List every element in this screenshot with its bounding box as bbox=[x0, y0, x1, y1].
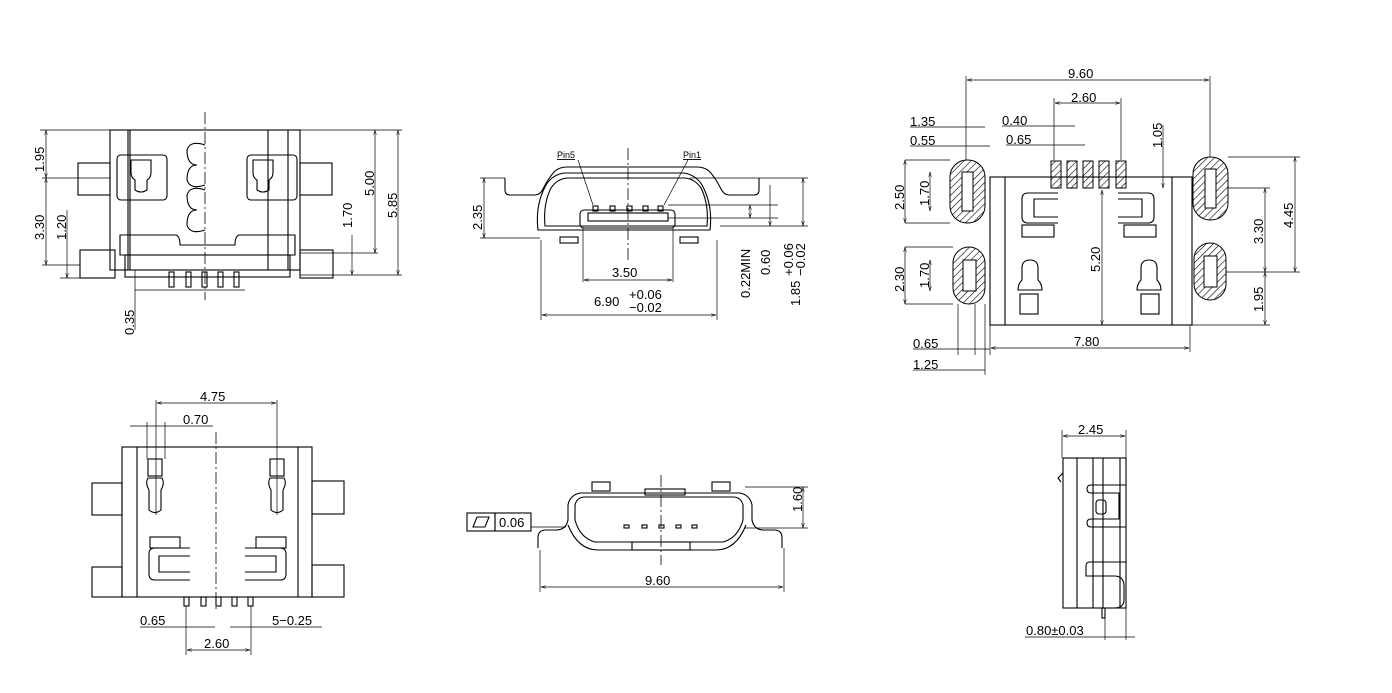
dim-0-55: 0.55 bbox=[910, 133, 935, 148]
dim-7-80: 7.80 bbox=[1074, 334, 1099, 349]
dim-0-65: 0.65 bbox=[140, 613, 165, 628]
dim-1-70: 1.70 bbox=[340, 203, 355, 228]
dim-2-60-bottom: 2.60 bbox=[204, 636, 229, 651]
pin1-label: Pin1 bbox=[683, 150, 701, 160]
dim-0-40: 0.40 bbox=[1002, 113, 1027, 128]
view-front: Pin5 Pin1 2.35 3.50 6.90 +0.06 −0.02 0.2… bbox=[470, 148, 808, 320]
dim-0-60: 0.60 bbox=[758, 250, 773, 275]
dim-1-85-tol-minus: −0.02 bbox=[793, 243, 808, 276]
dim-0-22-min: 0.22MIN bbox=[738, 249, 753, 298]
dim-5-00: 5.00 bbox=[362, 171, 377, 196]
dim-1-85-tol-plus: +0.06 bbox=[781, 243, 796, 276]
dim-5-85: 5.85 bbox=[385, 193, 400, 218]
dim-1-35: 1.35 bbox=[910, 114, 935, 129]
dim-6-90-tol-plus: +0.06 bbox=[629, 287, 662, 302]
view-rear: 0.06 1.60 9.60 bbox=[466, 475, 808, 592]
dim-2-60-top: 2.60 bbox=[1071, 90, 1096, 105]
dim-0-65-bottom: 0.65 bbox=[913, 336, 938, 351]
dim-2-45: 2.45 bbox=[1078, 422, 1103, 437]
dim-3-30: 3.30 bbox=[32, 215, 47, 240]
view-pcb-layout: 9.60 2.60 1.35 0.55 0.40 0.65 1.05 2.50 … bbox=[892, 66, 1300, 375]
flatness-value: 0.06 bbox=[499, 515, 524, 530]
dim-0-80: 0.80±0.03 bbox=[1026, 623, 1084, 638]
dim-3-30-right: 3.30 bbox=[1251, 219, 1266, 244]
dim-4-75: 4.75 bbox=[200, 389, 225, 404]
dim-0-65-top: 0.65 bbox=[1006, 132, 1031, 147]
dim-1-70-upper: 1.70 bbox=[917, 181, 932, 206]
dim-4-45: 4.45 bbox=[1281, 203, 1296, 228]
dim-1-95: 1.95 bbox=[32, 147, 47, 172]
pins bbox=[183, 596, 254, 607]
dim-2-35: 2.35 bbox=[470, 205, 485, 230]
dim-0-35: 0.35 bbox=[122, 310, 137, 335]
dim-1-70-lower: 1.70 bbox=[917, 263, 932, 288]
dim-1-60: 1.60 bbox=[790, 487, 805, 512]
dim-9-60-bottom: 9.60 bbox=[645, 573, 670, 588]
dim-1-05: 1.05 bbox=[1150, 123, 1165, 148]
dim-9-60-top: 9.60 bbox=[1068, 66, 1093, 81]
dim-1-85: 1.85 bbox=[788, 281, 803, 306]
pins bbox=[168, 271, 240, 288]
dim-1-25: 1.25 bbox=[913, 357, 938, 372]
pin5-label: Pin5 bbox=[557, 150, 575, 160]
view-bottom: 4.75 0.70 0.65 5−0.25 2.60 bbox=[91, 389, 345, 655]
dim-1-95-right: 1.95 bbox=[1251, 287, 1266, 312]
dim-3-50: 3.50 bbox=[612, 265, 637, 280]
dim-6-90-tol-minus: −0.02 bbox=[629, 300, 662, 315]
dim-6-90: 6.90 bbox=[594, 294, 619, 309]
dim-5-pins-0-25: 5−0.25 bbox=[272, 613, 312, 628]
flatness-symbol-box bbox=[466, 512, 496, 532]
dim-2-50: 2.50 bbox=[892, 185, 907, 210]
view-top-left: 1.95 3.30 1.20 0.35 1.70 5.00 5.85 bbox=[32, 112, 402, 335]
flatness-icon bbox=[472, 516, 490, 528]
dim-5-20: 5.20 bbox=[1088, 247, 1103, 272]
view-side: 2.45 0.80±0.03 bbox=[1025, 422, 1135, 640]
dim-0-70: 0.70 bbox=[183, 412, 208, 427]
dim-2-30: 2.30 bbox=[892, 267, 907, 292]
dim-1-20: 1.20 bbox=[54, 215, 69, 240]
